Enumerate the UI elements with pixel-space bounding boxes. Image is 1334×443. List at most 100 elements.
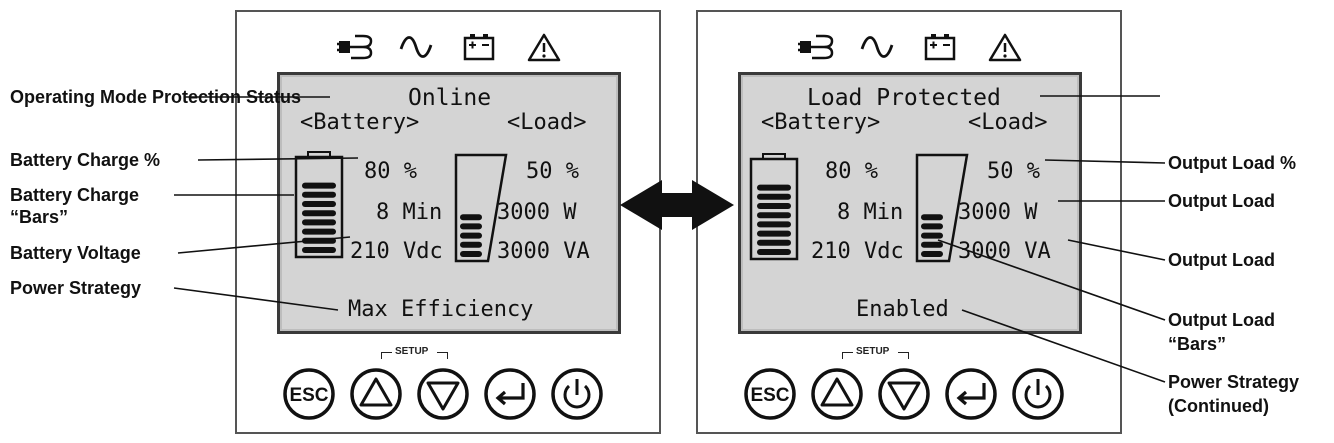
battery-level-bar [302, 191, 336, 198]
battery-level-bar [757, 239, 791, 246]
down-button[interactable] [877, 367, 931, 421]
sine-wave-icon [399, 36, 433, 58]
enter-arrow-icon [495, 383, 525, 406]
down-button[interactable] [416, 367, 470, 421]
down-arrow-icon [887, 381, 921, 411]
battery-voltage: 210 Vdc [811, 239, 904, 264]
warning-icon [988, 33, 1022, 62]
operating-mode-text: Load Protected [807, 85, 1001, 111]
callout-battery-charge-pct: Battery Charge % [10, 150, 161, 170]
load-level-bar [921, 223, 943, 230]
setup-bracket-left [842, 352, 853, 359]
ups-display-panel-right: Load Protected <Battery> <Load> 80 % 8 M… [696, 10, 1122, 434]
callout-battery-bars-line1: Battery Charge [10, 185, 140, 205]
battery-icon [463, 34, 495, 61]
enter-arrow-icon [956, 383, 986, 406]
battery-level-bar [757, 193, 791, 200]
callout-output-bars-line2: “Bars” [1168, 334, 1227, 354]
setup-bracket-left [381, 352, 392, 359]
battery-level-bar [302, 237, 336, 244]
status-icon-row [237, 32, 659, 66]
esc-button[interactable]: ESC [743, 367, 797, 421]
battery-level-bar [302, 210, 336, 217]
callout-output-load-pct: Output Load % [1168, 153, 1296, 173]
load-level-bar [921, 232, 943, 239]
setup-bracket-right [898, 352, 909, 359]
load-level-bar [460, 214, 482, 221]
operating-mode-text: Online [408, 85, 492, 111]
callout-battery-bars-line2: “Bars” [10, 207, 69, 227]
battery-level-bar [757, 249, 791, 255]
power-strategy-text: Max Efficiency [348, 297, 534, 322]
ac-plug-icon [337, 34, 373, 60]
load-pct: 50 % [526, 159, 579, 184]
battery-icon [924, 34, 956, 61]
load-va: 3000 VA [497, 239, 590, 264]
battery-voltage: 210 Vdc [350, 239, 443, 264]
battery-level-bar [302, 182, 336, 189]
load-header: <Load> [968, 110, 1048, 135]
battery-level-bar [302, 228, 336, 235]
battery-runtime: 8 Min [376, 200, 443, 225]
esc-label: ESC [289, 385, 328, 406]
ac-plug-icon [798, 34, 834, 60]
load-level-bar [921, 241, 943, 248]
battery-gauge-icon [749, 153, 799, 261]
up-arrow-icon [820, 377, 854, 407]
battery-charge-pct: 80 % [825, 159, 878, 184]
battery-level-bar [302, 219, 336, 226]
setup-label: SETUP [856, 346, 890, 357]
battery-level-bar [302, 247, 336, 253]
battery-header: <Battery> [300, 110, 420, 135]
warning-icon [527, 33, 561, 62]
up-button[interactable] [349, 367, 403, 421]
load-level-bar [460, 251, 482, 257]
battery-runtime: 8 Min [837, 200, 904, 225]
load-pct: 50 % [987, 159, 1040, 184]
battery-level-bar [757, 212, 791, 219]
power-icon [1024, 384, 1052, 409]
load-gauge-icon [454, 153, 508, 263]
load-watts: 3000 W [958, 200, 1038, 225]
callout-power-strategy-right-line1: Power Strategy [1168, 372, 1300, 392]
setup-bracket-right [437, 352, 448, 359]
battery-level-bar [757, 203, 791, 209]
down-arrow-icon [426, 381, 460, 411]
battery-header: <Battery> [761, 110, 881, 135]
ups-display-panel-left: Online <Battery> <Load> 80 % 8 Min 210 V… [235, 10, 661, 434]
callout-output-load-w: Output Load [1168, 191, 1275, 211]
up-button[interactable] [810, 367, 864, 421]
lcd-screen: Online <Battery> <Load> 80 % 8 Min 210 V… [277, 72, 621, 334]
load-level-bar [921, 251, 943, 257]
enter-button[interactable] [944, 367, 998, 421]
setup-label: SETUP [395, 346, 429, 357]
load-level-bar [460, 232, 482, 239]
status-icon-row [698, 32, 1120, 66]
callout-output-bars-line1: Output Load [1168, 310, 1275, 330]
load-level-bar [460, 241, 482, 248]
power-strategy-text: Enabled [856, 297, 949, 322]
load-watts: 3000 W [497, 200, 577, 225]
battery-level-bar [757, 230, 791, 237]
power-icon [563, 384, 591, 409]
sine-wave-icon [860, 36, 894, 58]
power-button[interactable] [550, 367, 604, 421]
esc-button[interactable]: ESC [282, 367, 336, 421]
load-level-bar [460, 223, 482, 230]
callout-power-strategy-right-line2: (Continued) [1168, 396, 1269, 416]
callout-battery-voltage: Battery Voltage [10, 243, 141, 263]
battery-level-bar [757, 184, 791, 191]
callout-output-load-va: Output Load [1168, 250, 1275, 270]
callout-operating-mode: Operating Mode Protection Status [10, 87, 302, 107]
esc-label: ESC [750, 385, 789, 406]
battery-level-bar [302, 201, 336, 207]
battery-level-bar [757, 221, 791, 228]
load-va: 3000 VA [958, 239, 1051, 264]
up-arrow-icon [359, 377, 393, 407]
battery-gauge-icon [294, 151, 344, 259]
battery-charge-pct: 80 % [364, 159, 417, 184]
power-button[interactable] [1011, 367, 1065, 421]
lcd-screen: Load Protected <Battery> <Load> 80 % 8 M… [738, 72, 1082, 334]
enter-button[interactable] [483, 367, 537, 421]
